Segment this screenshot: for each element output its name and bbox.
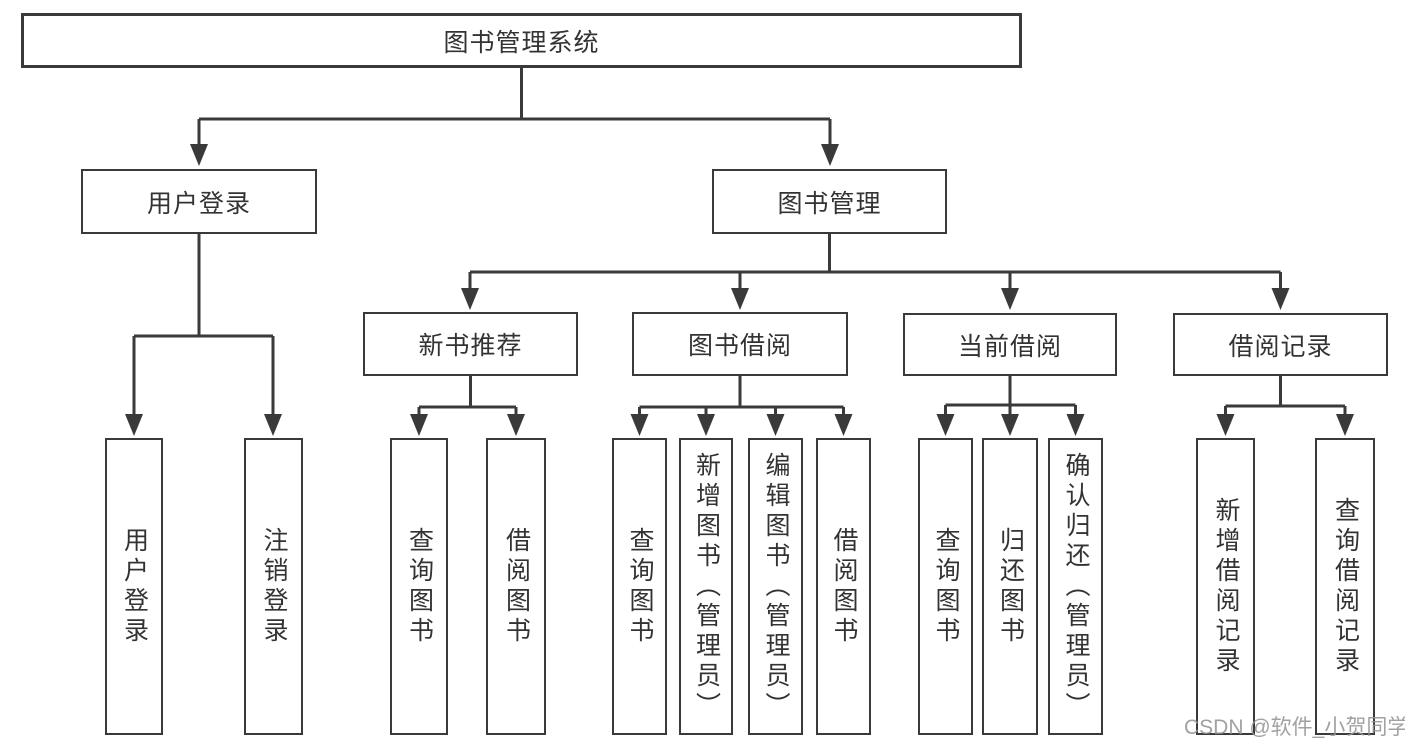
node-current-borrowing: 当前借阅 xyxy=(903,313,1117,376)
arrow-down-icon xyxy=(507,414,525,436)
node-query-books-3: 查询图书 xyxy=(918,438,973,735)
node-label: 图书管理 xyxy=(777,189,882,218)
node-book-management: 图书管理 xyxy=(712,169,947,234)
node-new-book-recommendation: 新书推荐 xyxy=(363,312,578,376)
node-label: 确认归还（管理员） xyxy=(1062,451,1090,722)
node-borrow-books-2: 借阅图书 xyxy=(816,438,871,735)
node-label: 归还图书 xyxy=(996,526,1025,647)
arrow-down-icon xyxy=(630,414,649,436)
node-label: 借阅图书 xyxy=(830,526,858,647)
node-return-books: 归还图书 xyxy=(982,438,1038,735)
node-label: 新增图书（管理员） xyxy=(692,451,721,722)
node-label: 查询借阅记录 xyxy=(1331,496,1360,677)
node-borrow-books-1: 借阅图书 xyxy=(486,438,546,735)
node-label: 编辑图书（管理员） xyxy=(762,451,790,722)
arrow-down-icon xyxy=(1271,288,1290,310)
arrow-down-icon xyxy=(1066,414,1085,436)
arrow-down-icon xyxy=(936,414,955,436)
node-library-management-system: 图书管理系统 xyxy=(21,13,1022,68)
node-add-borrow-record: 新增借阅记录 xyxy=(1196,438,1255,735)
arrow-down-icon xyxy=(1336,414,1354,436)
node-query-borrow-record: 查询借阅记录 xyxy=(1315,438,1375,735)
node-label: 查询图书 xyxy=(932,526,960,647)
node-borrowing-records: 借阅记录 xyxy=(1173,313,1388,376)
node-add-books-admin: 新增图书（管理员） xyxy=(679,438,733,735)
node-label: 查询图书 xyxy=(626,526,654,647)
node-label: 图书管理系统 xyxy=(443,28,600,57)
node-label: 借阅图书 xyxy=(502,526,531,647)
arrow-down-icon xyxy=(1216,414,1235,436)
arrow-down-icon xyxy=(125,414,143,436)
node-book-borrowing: 图书借阅 xyxy=(632,312,848,376)
arrow-down-icon xyxy=(461,288,479,310)
arrow-down-icon xyxy=(766,414,785,436)
arrow-down-icon xyxy=(821,144,839,166)
node-label: 用户登录 xyxy=(146,189,251,218)
node-label: 查询图书 xyxy=(405,526,434,647)
node-query-books-2: 查询图书 xyxy=(612,438,667,735)
node-label: 图书借阅 xyxy=(687,332,792,360)
arrow-down-icon xyxy=(834,414,853,436)
node-logout-action: 注销登录 xyxy=(244,438,303,735)
arrow-down-icon xyxy=(697,414,715,436)
arrow-down-icon xyxy=(190,144,208,166)
node-label: 当前借阅 xyxy=(957,332,1062,361)
node-user-login-action: 用户登录 xyxy=(105,438,163,735)
node-query-books-1: 查询图书 xyxy=(390,438,448,735)
arrow-down-icon xyxy=(1001,414,1019,436)
arrow-down-icon xyxy=(410,414,428,436)
csdn-watermark: CSDN @软件_小贺同学 xyxy=(1184,716,1405,739)
node-label: 借阅记录 xyxy=(1228,332,1333,361)
arrow-down-icon xyxy=(731,288,749,310)
arrow-down-icon xyxy=(1001,288,1019,310)
node-edit-books-admin: 编辑图书（管理员） xyxy=(748,438,803,735)
node-confirm-return-admin: 确认归还（管理员） xyxy=(1048,438,1103,735)
node-label: 用户登录 xyxy=(120,526,149,647)
arrow-down-icon xyxy=(264,414,282,436)
node-user-login: 用户登录 xyxy=(81,169,317,234)
node-label: 新增借阅记录 xyxy=(1212,496,1240,677)
node-label: 注销登录 xyxy=(260,526,288,647)
node-label: 新书推荐 xyxy=(418,332,523,360)
